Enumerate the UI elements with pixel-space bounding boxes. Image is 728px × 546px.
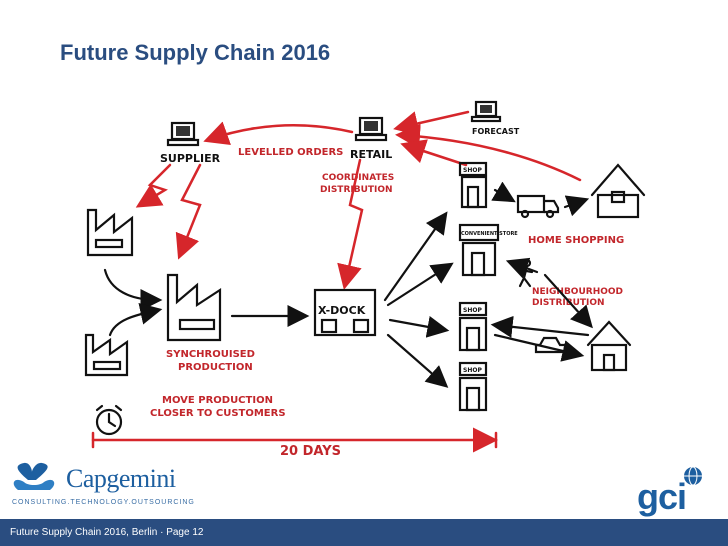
convenient-store-label: CONVENIENT STORE (461, 231, 518, 237)
footer-bar (0, 519, 728, 546)
levelled-orders-arrow (203, 121, 354, 146)
xdock-to-shop-mid-arrow (388, 316, 450, 338)
factory-lower-to-sync-arrow (108, 302, 163, 337)
xdock-to-shop-top-arrow (383, 211, 448, 302)
shop-bottom-label: SHOP (463, 367, 482, 374)
capgemini-spades-logo-icon (13, 462, 55, 490)
levelled-orders-label: LEVELLED ORDERS (238, 147, 343, 158)
factory-sync-icon (166, 273, 222, 342)
forecast-label: FORECAST (472, 127, 520, 136)
shop-top-icon (458, 161, 488, 209)
forecast-arrow (393, 110, 470, 136)
footer-text: Future Supply Chain 2016, Berlin · Page … (10, 527, 204, 538)
twenty-days-label: 20 DAYS (280, 444, 341, 459)
xdock-to-convenient-arrow (386, 262, 454, 307)
gci-globe-icon (684, 466, 702, 486)
retail-to-xdock-bolt (337, 158, 364, 290)
shop-mid-icon (458, 301, 488, 352)
shop-to-retail-arrow (400, 139, 468, 167)
supplier-label: SUPPLIER (160, 152, 221, 165)
shop-top-label: SHOP (463, 167, 482, 174)
capgemini-tagline: CONSULTING.TECHNOLOGY.OUTSOURCING (12, 499, 195, 506)
convenient-store-icon (458, 223, 500, 277)
xdock-label: X-DOCK (318, 304, 366, 317)
slide-title: Future Supply Chain 2016 (60, 40, 331, 65)
walking-person-icon (518, 258, 534, 288)
shop-mid-label: SHOP (463, 307, 482, 314)
home-shopping-label: HOME SHOPPING (528, 235, 624, 246)
gci-logo-text: gci (637, 476, 687, 517)
factory-lower-icon (84, 333, 129, 377)
forecast-computer-icon (470, 100, 502, 123)
retail-computer-icon (354, 116, 388, 142)
supplier-to-factory-bolt (135, 163, 172, 208)
person-to-store-arrow (505, 257, 539, 279)
sync-label-2: PRODUCTION (178, 362, 253, 373)
store-to-house-arrow (543, 273, 593, 329)
retail-label: RETAIL (350, 148, 392, 161)
sync-label-1: SYNCHROUISED (166, 349, 255, 360)
delivery-van-icon (516, 194, 560, 219)
supplier-computer-icon (166, 121, 200, 147)
supplier-to-sync-bolt (175, 163, 202, 260)
xdock-icon (313, 288, 377, 337)
alarm-clock-icon (95, 404, 123, 436)
shop-bottom-icon (458, 361, 488, 412)
home-to-retail-arrow (395, 123, 582, 182)
car-icon (534, 336, 567, 354)
factory-upper-to-sync-arrow (103, 268, 163, 311)
van-to-home-arrow (563, 195, 590, 217)
factory-icon (86, 208, 134, 257)
coordinates-label-1: COORDINATES (322, 173, 394, 183)
neighbourhood-label-1: NEIGHBOURHOOD (532, 287, 623, 297)
coordinates-label-2: DISTRIBUTION (320, 185, 393, 195)
house-to-shop-arrow (490, 315, 590, 338)
capgemini-logo-text: Capgemini (66, 464, 176, 493)
move-production-label-1: MOVE PRODUCTION (162, 395, 273, 406)
move-production-label-2: CLOSER TO CUSTOMERS (150, 408, 286, 419)
house-icon (586, 320, 632, 372)
shop-to-van-arrow (491, 181, 516, 203)
home-with-computer-icon (590, 163, 646, 219)
neighbourhood-label-2: DISTRIBUTION (532, 298, 605, 308)
xdock-to-shop-bottom-arrow (386, 333, 449, 388)
